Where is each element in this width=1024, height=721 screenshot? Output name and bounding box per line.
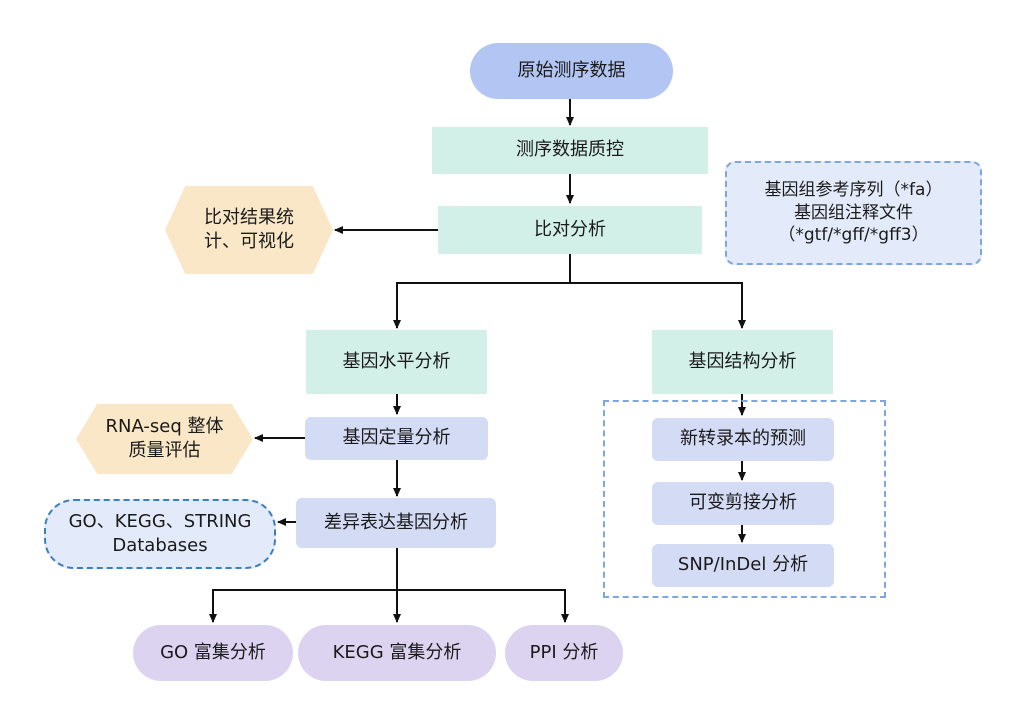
arrow-deg-split-ppi [397, 589, 569, 623]
go-enrichment-node: GO 富集分析 [133, 625, 293, 681]
quant-label: 基因定量分析 [342, 427, 451, 449]
align-label: 比对分析 [534, 218, 606, 240]
databases-line-2: Databases [112, 535, 208, 556]
ppi-label: PPI 分析 [529, 641, 599, 663]
gene-level-label: 基因水平分析 [342, 350, 451, 372]
snp-node: SNP/InDel 分析 [652, 544, 834, 587]
reference-line-1: 基因组参考序列（*fa） [764, 179, 943, 200]
arrow-align-split-right [570, 282, 746, 329]
align-node: 比对分析 [438, 206, 702, 254]
deg-label: 差异表达基因分析 [324, 511, 468, 533]
splicing-node: 可变剪接分析 [652, 482, 834, 525]
align-stats-line-1: 比对结果统 [204, 206, 294, 228]
raw-data-label: 原始测序数据 [517, 59, 626, 81]
new-transcript-node: 新转录本的预测 [652, 418, 834, 461]
structure-substeps-frame [603, 400, 886, 598]
deg-node: 差异表达基因分析 [296, 498, 496, 548]
reference-line-2: 基因组注释文件 [794, 202, 913, 223]
align-stats-line-2: 计、可视化 [204, 231, 294, 252]
kegg-enrichment-label: KEGG 富集分析 [332, 641, 462, 663]
align-stats-node: 比对结果统 计、可视化 [165, 186, 333, 274]
new-transcript-label: 新转录本的预测 [680, 428, 806, 450]
reference-line-3: （*gtf/*gff/*gff3） [778, 225, 929, 246]
qc-label: 测序数据质控 [516, 139, 624, 161]
go-enrichment-label: GO 富集分析 [160, 641, 266, 663]
snp-label: SNP/InDel 分析 [677, 554, 809, 576]
databases-node: GO、KEGG、STRING Databases [44, 499, 276, 569]
quant-node: 基因定量分析 [305, 417, 488, 460]
splicing-label: 可变剪接分析 [689, 492, 797, 514]
gene-structure-label: 基因结构分析 [688, 350, 797, 372]
rnaseq-quality-line-1: RNA-seq 整体 [105, 415, 224, 437]
gene-structure-node: 基因结构分析 [652, 330, 833, 394]
reference-node: 基因组参考序列（*fa） 基因组注释文件 （*gtf/*gff/*gff3） [725, 161, 982, 265]
arrow-align-split [393, 254, 571, 329]
rnaseq-quality-line-2: 质量评估 [128, 440, 201, 461]
qc-node: 测序数据质控 [432, 127, 708, 174]
arrow-deg-split-go [209, 548, 398, 623]
rnaseq-quality-node: RNA-seq 整体 质量评估 [76, 404, 253, 474]
kegg-enrichment-node: KEGG 富集分析 [298, 625, 496, 681]
gene-level-node: 基因水平分析 [306, 330, 487, 394]
databases-line-1: GO、KEGG、STRING [68, 510, 252, 532]
raw-data-node: 原始测序数据 [470, 43, 673, 99]
ppi-node: PPI 分析 [505, 625, 623, 681]
